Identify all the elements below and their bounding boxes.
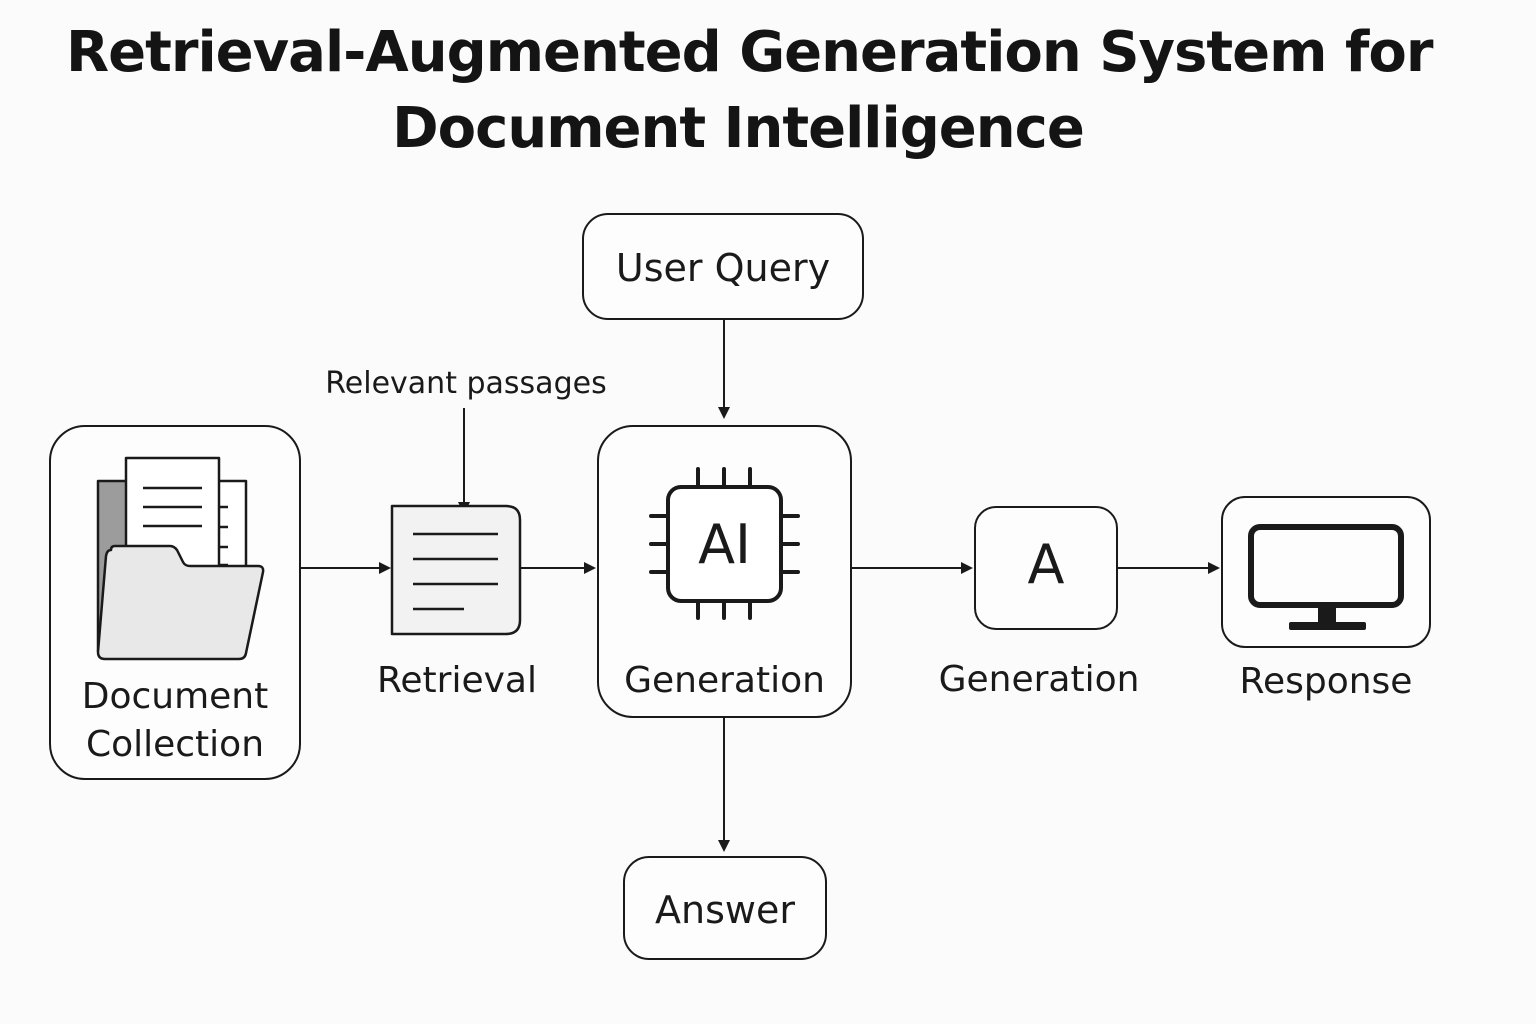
- answer-box: [623, 856, 827, 960]
- document-collection-label-line-2: Collection: [85, 724, 265, 765]
- diagram-title-line-2: Document Intelligence: [392, 96, 1085, 161]
- ai-chip-text: AI: [698, 513, 751, 576]
- answer-label: Answer: [655, 888, 795, 932]
- user-query-box: [582, 213, 864, 320]
- generation-label: Generation: [938, 659, 1140, 700]
- ai-chip-icon: [649, 467, 800, 620]
- document-collection-label-line-1: Document: [81, 676, 269, 717]
- generation-ai-label: Generation: [624, 660, 825, 701]
- letter-a-box: [974, 506, 1118, 630]
- folder-documents-icon: [96, 456, 265, 661]
- user-query-label: User Query: [615, 246, 831, 290]
- letter-a-text: A: [1027, 533, 1065, 596]
- diagram-title-line-1: Retrieval-Augmented Generation System fo…: [66, 20, 1433, 85]
- retrieval-label: Retrieval: [377, 660, 537, 701]
- response-label: Response: [1239, 661, 1413, 702]
- document-page-icon: [390, 504, 522, 636]
- monitor-icon: [1248, 524, 1404, 630]
- relevant-passages-label: Relevant passages: [325, 366, 607, 401]
